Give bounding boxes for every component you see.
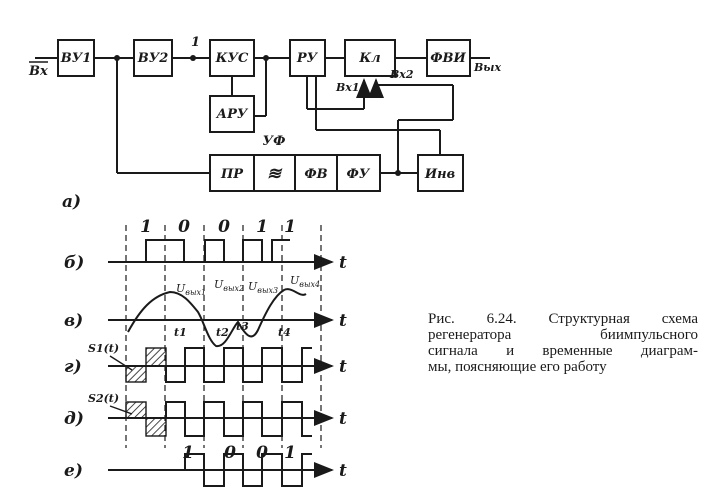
axis-t-b: t <box>339 253 347 273</box>
svg-text:РУ: РУ <box>296 51 319 66</box>
input-label: Вх <box>28 64 48 79</box>
svg-text:АРУ: АРУ <box>216 107 249 122</box>
label-g: г) <box>64 357 82 377</box>
bit-top-2: 0 <box>178 217 190 237</box>
label-b: б) <box>64 253 84 273</box>
label-u3: Uвых3 <box>248 280 278 295</box>
node-1-label: 1 <box>191 35 200 50</box>
label-t3: t3 <box>236 320 249 333</box>
label-e: е) <box>64 461 83 481</box>
axis-t-e: t <box>339 461 347 481</box>
caption-line-4: мы, поясняющие его работу <box>428 359 607 375</box>
label-s1: S1(t) <box>88 342 119 355</box>
svg-text:ФУ: ФУ <box>347 167 371 182</box>
label-a: а) <box>62 192 81 212</box>
bit-top-3: 0 <box>218 217 230 237</box>
kl-input2-label: Вх2 <box>389 68 414 81</box>
block-vu2: ВУ2 <box>133 39 173 77</box>
bit-bottom-4: 1 <box>284 443 296 463</box>
svg-text:ВУ1: ВУ1 <box>60 51 92 66</box>
figure-caption: Рис. 6.24. Структурная схема регенератор… <box>428 311 698 375</box>
bit-bottom-3: 0 <box>256 443 268 463</box>
svg-text:Кл: Кл <box>358 51 380 66</box>
bit-top-4: 1 <box>256 217 268 237</box>
svg-text:ФВ: ФВ <box>304 167 327 182</box>
bit-bottom-2: 0 <box>224 443 236 463</box>
uf-label: УФ <box>263 134 286 149</box>
block-vu1: ВУ1 <box>57 39 95 77</box>
label-s2: S2(t) <box>88 392 119 405</box>
caption-line-3: сигнала и временные диаграм- <box>428 343 698 359</box>
block-kus: КУС <box>209 39 255 77</box>
block-aru: АРУ <box>209 95 255 133</box>
svg-text:КУС: КУС <box>215 51 249 66</box>
axis-t-v: t <box>339 311 347 331</box>
bit-top-5: 1 <box>284 217 296 237</box>
label-v: в) <box>64 311 83 331</box>
block-inv: Инв <box>417 154 464 192</box>
caption-line-1: Рис. 6.24. Структурная схема <box>428 311 698 327</box>
caption-line-2: регенератора биимпульсного <box>428 327 698 343</box>
label-t2: t2 <box>216 326 229 339</box>
kl-input1-label: Вх1 <box>335 81 360 94</box>
label-u4: Uвых4 <box>290 274 320 289</box>
svg-text:ФВИ: ФВИ <box>430 51 466 66</box>
output-label: Вых <box>473 61 501 74</box>
block-fvi: ФВИ <box>426 39 471 77</box>
svg-text:ВУ2: ВУ2 <box>137 51 169 66</box>
label-t1: t1 <box>174 326 187 339</box>
timing-diagrams: 1 0 0 1 1 t Uвых1 Uвых2 Uвых3 Uвых4 t1 t… <box>88 217 347 487</box>
block-kl: Кл <box>344 39 396 77</box>
svg-text:≋: ≋ <box>267 164 283 184</box>
axis-t-d: t <box>339 409 347 429</box>
block-uf: ПР ≋ ФВ ФУ <box>209 154 381 192</box>
bit-bottom-1: 1 <box>182 443 194 463</box>
label-t4: t4 <box>278 326 291 339</box>
label-u2: Uвых2 <box>214 278 244 293</box>
svg-text:ПР: ПР <box>220 167 244 182</box>
block-diagram: ВУ1 ВУ2 КУС РУ Кл ФВИ АРУ ПР <box>28 35 501 192</box>
bit-top-1: 1 <box>140 217 152 237</box>
axis-t-g: t <box>339 357 347 377</box>
svg-text:Инв: Инв <box>424 167 455 182</box>
label-u1: Uвых1 <box>176 282 206 297</box>
block-ru: РУ <box>289 39 326 77</box>
label-d: д) <box>64 409 84 429</box>
